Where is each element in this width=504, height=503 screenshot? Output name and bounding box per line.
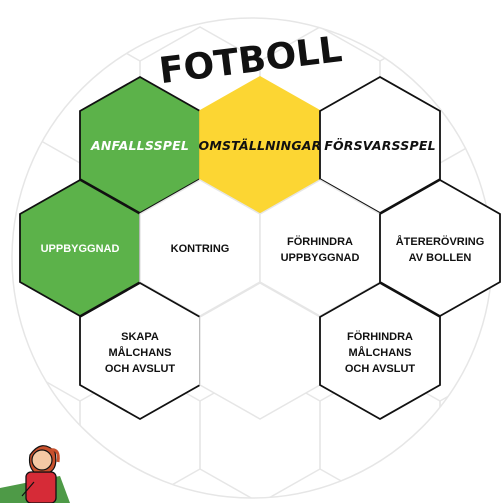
hex-prevent-chances-line2: MÅLCHANS [349,346,412,359]
hex-attack: ANFALLSSPEL [79,75,201,215]
hex-create-chances-line1: SKAPA [121,331,159,343]
hex-defence: FÖRSVARSSPEL [319,75,441,215]
hex-prevent-chances-line1: FÖRHINDRA [347,330,413,343]
hex-prevent-chances: FÖRHINDRA MÅLCHANS OCH AVSLUT [319,281,441,421]
hex-create-chances: SKAPA MÅLCHANS OCH AVSLUT [79,281,201,421]
hex-create-chances-line2: MÅLCHANS [109,346,172,359]
hex-prevent-buildup-line2: UPPBYGGNAD [281,252,360,264]
hex-regain-line1: ÅTERERÖVRING [396,235,485,248]
player-illustration [0,445,70,503]
hex-prevent-buildup: FÖRHINDRA UPPBYGGNAD [259,179,381,317]
hex-regain-line2: AV BOLLEN [409,252,472,264]
hex-attack-label: ANFALLSSPEL [90,138,189,153]
hex-counter: KONTRING [139,179,261,317]
player-head [31,449,53,471]
hex-transition-label: OMSTÄLLNINGAR [199,138,322,153]
hex-transition: OMSTÄLLNINGAR [199,75,322,215]
hex-counter-label: KONTRING [171,243,230,255]
hex-create-chances-line3: OCH AVSLUT [105,363,176,375]
player-shirt [25,471,57,503]
player-ponytail [49,448,60,463]
hex-prevent-chances-line3: OCH AVSLUT [345,363,416,375]
hex-prevent-buildup-line1: FÖRHINDRA [287,235,353,248]
hex-defence-label: FÖRSVARSSPEL [324,138,436,153]
hex-buildup-label: UPPBYGGNAD [41,243,120,255]
hex-regain: ÅTERERÖVRING AV BOLLEN [379,178,501,318]
